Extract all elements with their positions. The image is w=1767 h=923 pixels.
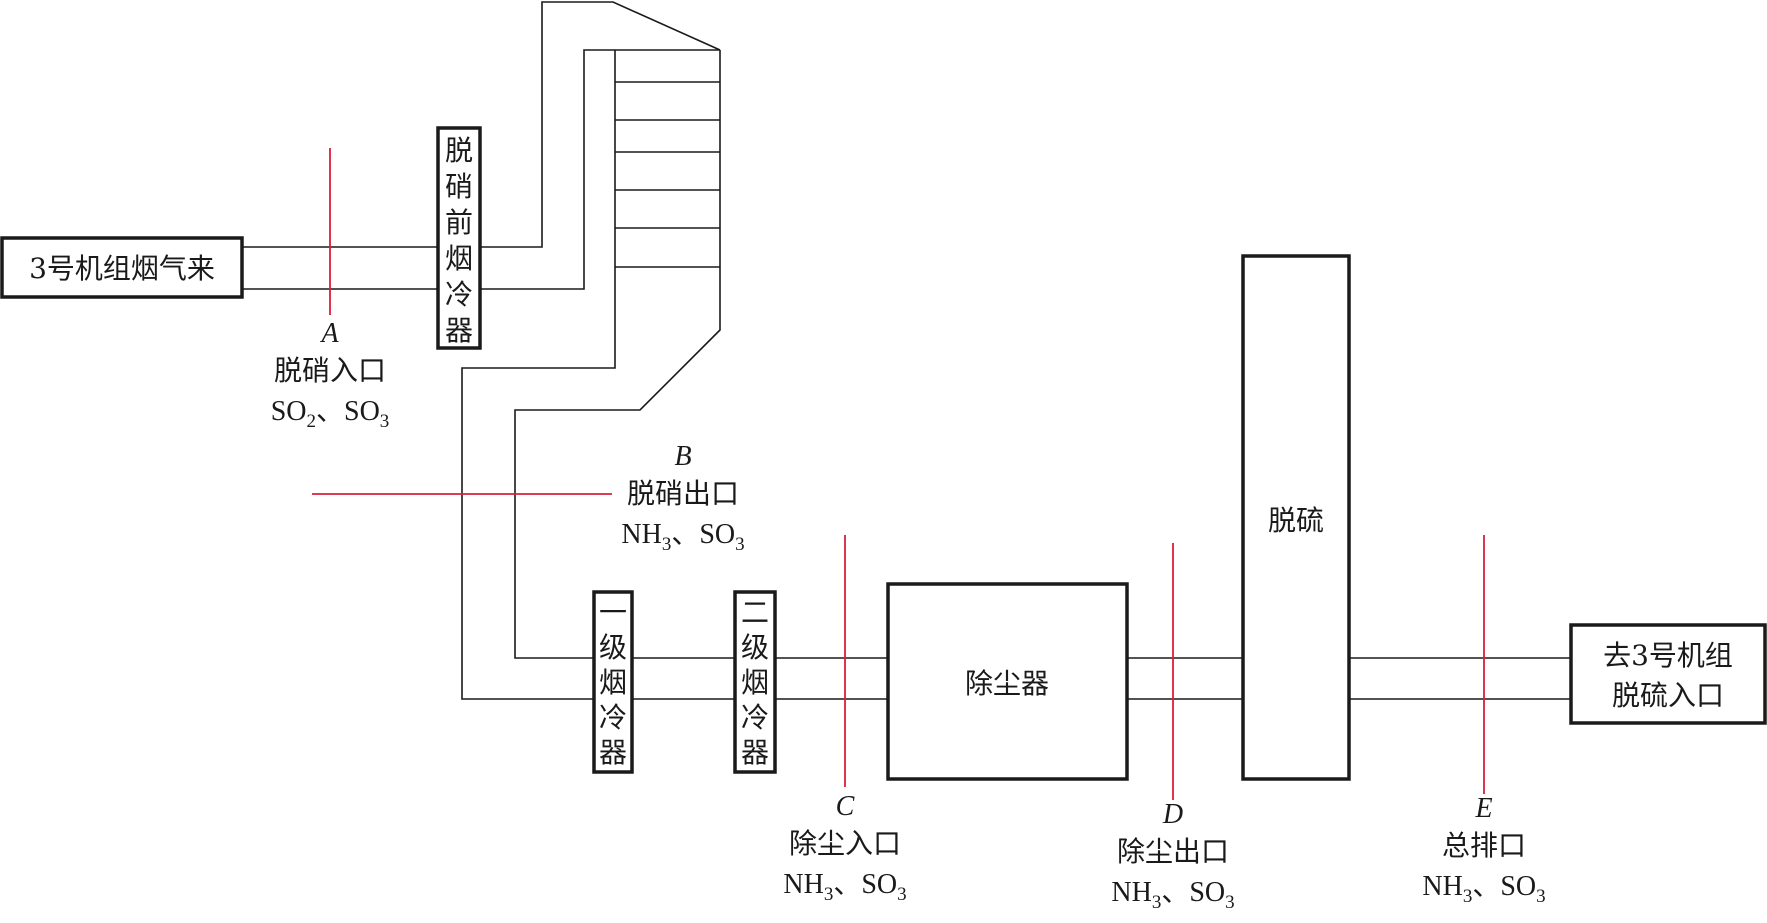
cooler2-char: 器 bbox=[741, 736, 769, 769]
point-e-label: E 总排口 NH3、SO3 bbox=[1422, 793, 1545, 907]
cooler1-char: 冷 bbox=[599, 701, 627, 734]
destination-box: 去3号机组 脱硫入口 bbox=[1569, 623, 1767, 725]
duct-to-reactor-inner bbox=[480, 49, 720, 290]
point-letter: D bbox=[1162, 799, 1183, 830]
point-a-label: A 脱硝入口 SO2、SO3 bbox=[271, 318, 390, 432]
source-box: 3号机组烟气来 bbox=[0, 236, 244, 299]
point-species: SO2、SO3 bbox=[271, 396, 390, 432]
cooler2-char: 级 bbox=[741, 631, 769, 664]
desulfurization-box: 脱硫 bbox=[1241, 254, 1351, 781]
point-species: NH3、SO3 bbox=[783, 869, 906, 905]
pre-cooler-char: 脱 bbox=[445, 134, 473, 167]
cooler1-char: 级 bbox=[599, 631, 627, 664]
pre-cooler-char: 烟 bbox=[445, 242, 473, 275]
point-letter: E bbox=[1474, 793, 1492, 824]
point-species: NH3、SO3 bbox=[1422, 871, 1545, 907]
point-b-label: B 脱硝出口 NH3、SO3 bbox=[621, 441, 744, 555]
duct-to-reactor-outer bbox=[480, 1, 721, 248]
point-c-label: C 除尘入口 NH3、SO3 bbox=[783, 791, 906, 905]
point-d-label: D 除尘出口 NH3、SO3 bbox=[1111, 799, 1234, 913]
duct-reactor-outlet-upper bbox=[514, 50, 721, 659]
cooler1-char: 烟 bbox=[599, 666, 627, 699]
point-name: 除尘入口 bbox=[789, 827, 901, 860]
point-letter: A bbox=[319, 318, 339, 349]
point-name: 总排口 bbox=[1442, 829, 1526, 862]
destination-label-line1: 去3号机组 bbox=[1603, 639, 1733, 672]
point-letter: B bbox=[674, 441, 691, 472]
desulfurization-label: 脱硫 bbox=[1268, 504, 1324, 537]
sampling-probes bbox=[312, 148, 1485, 800]
pre-cooler-char: 器 bbox=[445, 314, 473, 347]
pre-cooler-char: 冷 bbox=[445, 278, 473, 311]
dust-collector-box: 除尘器 bbox=[886, 582, 1129, 781]
point-species: NH3、SO3 bbox=[1111, 877, 1234, 913]
cooler1-box: 一 级 烟 冷 器 bbox=[592, 590, 634, 774]
source-label: 3号机组烟气来 bbox=[29, 252, 215, 285]
point-letter: C bbox=[836, 791, 855, 822]
pre-cooler-char: 前 bbox=[445, 206, 473, 239]
point-name: 脱硝入口 bbox=[274, 354, 386, 387]
point-name: 脱硝出口 bbox=[627, 477, 739, 510]
destination-label-line2: 脱硫入口 bbox=[1612, 679, 1724, 712]
cooler1-char: 器 bbox=[599, 736, 627, 769]
ducts bbox=[242, 1, 1571, 700]
dust-collector-label: 除尘器 bbox=[965, 667, 1049, 700]
point-name: 除尘出口 bbox=[1117, 835, 1229, 868]
cooler1-char: 一 bbox=[599, 596, 627, 629]
pre-cooler-char: 硝 bbox=[445, 170, 473, 203]
duct-reactor-outlet-lower bbox=[461, 50, 616, 700]
cooler2-char: 二 bbox=[741, 596, 769, 629]
cooler2-char: 烟 bbox=[741, 666, 769, 699]
cooler2-box: 二 级 烟 冷 器 bbox=[733, 590, 777, 774]
cooler2-char: 冷 bbox=[741, 701, 769, 734]
pre-cooler-box: 脱 硝 前 烟 冷 器 bbox=[436, 126, 482, 350]
point-species: NH3、SO3 bbox=[621, 519, 744, 555]
